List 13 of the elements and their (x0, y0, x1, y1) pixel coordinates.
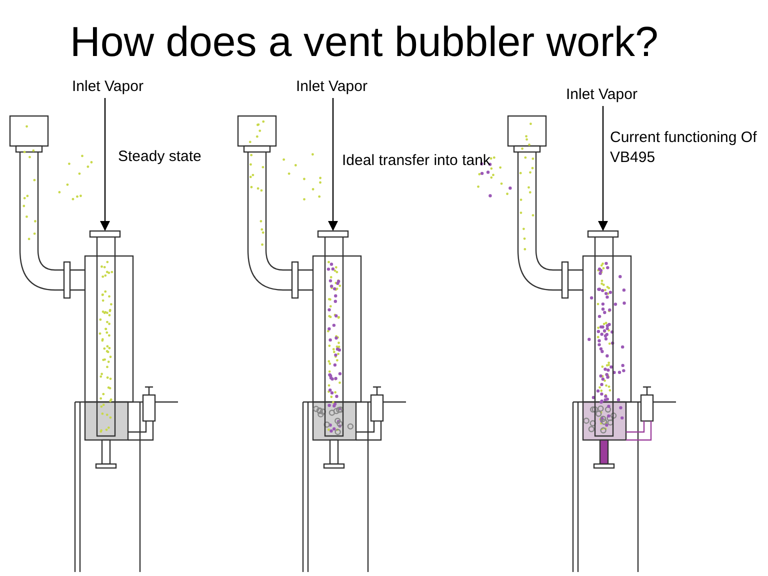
title: How does a vent bubbler work? (70, 18, 658, 66)
state-label: Ideal transfer into tank (342, 152, 490, 169)
state-label: Current functioning Of VB495 (610, 128, 758, 168)
inlet-label: Inlet Vapor (72, 78, 144, 95)
dip-tube (587, 230, 619, 437)
dip-tube (89, 230, 121, 437)
inlet-label: Inlet Vapor (566, 86, 638, 103)
inlet-label: Inlet Vapor (296, 78, 368, 95)
dip-tube (317, 230, 349, 437)
arrow (598, 106, 608, 231)
state-label: Steady state (118, 148, 202, 165)
arrow (328, 98, 338, 231)
arrow (100, 98, 110, 231)
